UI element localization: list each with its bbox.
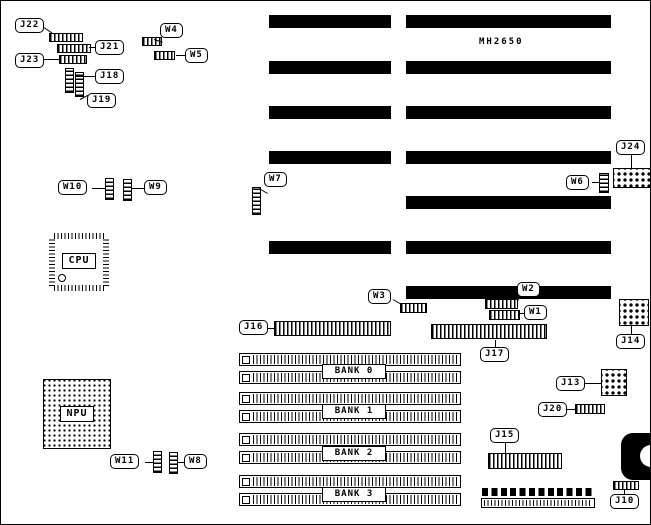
jumper-w9 xyxy=(123,179,132,201)
jumper-w1 xyxy=(489,310,520,320)
header-j16 xyxy=(274,321,391,336)
label-bank-3: BANK 3 xyxy=(322,487,386,502)
header-j18 xyxy=(65,68,74,93)
label-j16: J16 xyxy=(239,320,269,335)
lead-line xyxy=(44,59,59,60)
isa-slot-segment xyxy=(269,15,391,28)
label-j22: J22 xyxy=(15,18,45,33)
header-j22 xyxy=(49,33,83,42)
label-w7: W7 xyxy=(264,172,287,187)
jumper-w6 xyxy=(599,173,609,193)
cpu-pin1-dot xyxy=(58,274,66,282)
lead-line xyxy=(592,182,599,183)
jumper-w3 xyxy=(400,303,427,313)
header-j13 xyxy=(601,369,627,396)
cpu-pins-right xyxy=(103,238,109,286)
jumper-w2 xyxy=(485,299,518,309)
power-connector xyxy=(481,498,595,508)
npu-chip: NPU xyxy=(43,379,111,449)
isa-slot-segment xyxy=(406,15,611,28)
board-model: MH2650 xyxy=(479,37,524,47)
lead-line xyxy=(495,340,496,348)
lead-line xyxy=(631,326,632,335)
lead-line xyxy=(89,47,97,48)
isa-slot-segment xyxy=(406,241,611,254)
npu-label: NPU xyxy=(60,406,94,422)
lead-line xyxy=(392,299,402,305)
label-w2: W2 xyxy=(517,282,540,297)
label-bank-0: BANK 0 xyxy=(322,364,386,379)
label-j20: J20 xyxy=(538,402,568,417)
lead-line xyxy=(145,462,153,463)
header-j14 xyxy=(619,299,649,326)
isa-slot-segment xyxy=(269,106,391,119)
label-j19: J19 xyxy=(87,93,117,108)
lead-line xyxy=(566,409,575,410)
jumper-j20 xyxy=(575,404,605,414)
lead-line xyxy=(520,313,525,314)
jumper-w5 xyxy=(154,51,175,60)
label-j17: J17 xyxy=(480,347,510,362)
isa-slot-segment xyxy=(406,196,611,209)
lead-line xyxy=(268,328,274,329)
label-w5: W5 xyxy=(185,48,208,63)
lead-line xyxy=(92,188,105,189)
label-j18: J18 xyxy=(95,69,125,84)
isa-slot-segment xyxy=(406,61,611,74)
lead-line xyxy=(624,490,625,495)
header-j21 xyxy=(57,44,91,53)
isa-slot-segment xyxy=(269,151,391,164)
isa-slot-segment xyxy=(269,61,391,74)
jumper-w11 xyxy=(153,451,162,473)
cpu-chip: CPU xyxy=(49,233,109,291)
isa-slot-segment xyxy=(406,151,611,164)
label-bank-1: BANK 1 xyxy=(322,404,386,419)
lead-line xyxy=(132,188,145,189)
label-w1: W1 xyxy=(524,305,547,320)
label-j10: J10 xyxy=(610,494,640,509)
header-j23 xyxy=(59,55,87,64)
label-w8: W8 xyxy=(184,454,207,469)
header-j15 xyxy=(488,453,562,469)
label-j24: J24 xyxy=(616,140,646,155)
jumper-w7 xyxy=(252,187,261,215)
keyboard-connector xyxy=(621,433,650,480)
label-j14: J14 xyxy=(616,334,646,349)
label-w9: W9 xyxy=(144,180,167,195)
header-j19 xyxy=(75,72,84,97)
jumper-w10 xyxy=(105,178,114,200)
simm-socket xyxy=(239,433,461,446)
header-j17 xyxy=(431,324,547,339)
jumper-j10 xyxy=(613,481,639,490)
isa-slot-segment xyxy=(269,241,391,254)
cpu-pins-left xyxy=(49,238,55,286)
power-connector-pins xyxy=(482,488,594,496)
label-j15: J15 xyxy=(490,428,520,443)
header-j24 xyxy=(613,168,650,188)
label-j23: J23 xyxy=(15,53,45,68)
cpu-pins-top xyxy=(54,233,104,239)
isa-slot-segment xyxy=(406,106,611,119)
jumper-w8 xyxy=(169,452,178,474)
isa-slot-segment xyxy=(406,286,611,299)
label-w11: W11 xyxy=(110,454,140,469)
label-j21: J21 xyxy=(95,40,125,55)
label-w3: W3 xyxy=(368,289,391,304)
label-j13: J13 xyxy=(556,376,586,391)
label-w4: W4 xyxy=(160,23,183,38)
lead-line xyxy=(584,383,601,384)
lead-line xyxy=(75,76,95,77)
label-bank-2: BANK 2 xyxy=(322,446,386,461)
label-w6: W6 xyxy=(566,175,589,190)
lead-line xyxy=(505,443,506,453)
cpu-pins-bottom xyxy=(54,285,104,291)
label-w10: W10 xyxy=(58,180,88,195)
lead-line xyxy=(178,462,185,463)
lead-line xyxy=(631,155,632,168)
cpu-label: CPU xyxy=(62,253,96,269)
lead-line xyxy=(176,55,186,56)
